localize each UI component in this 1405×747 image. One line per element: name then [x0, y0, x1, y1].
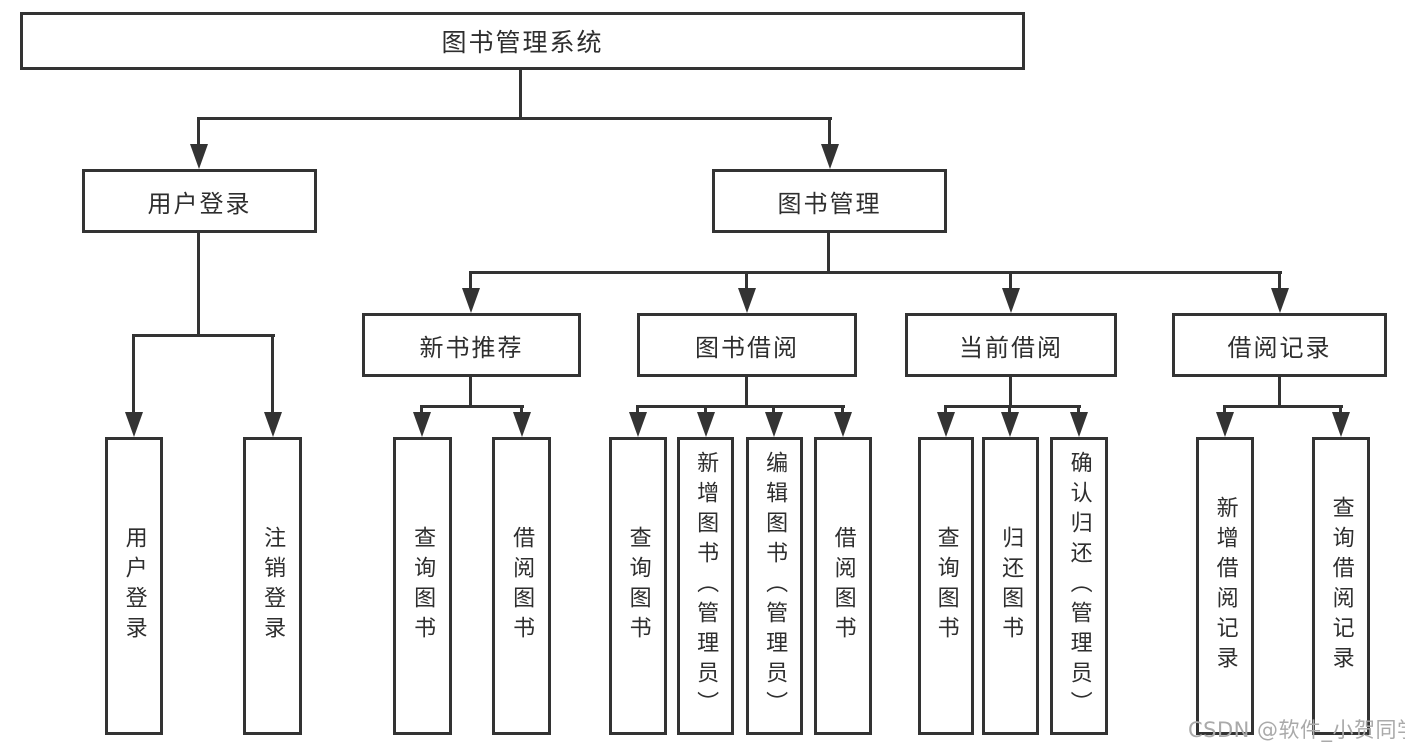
node-new-book-recommend: 新书推荐 — [362, 313, 581, 377]
arrowhead-down-icon — [190, 144, 208, 169]
arrowhead-down-icon — [513, 412, 531, 437]
connector-drop — [828, 117, 831, 149]
node-borrowing-records-label: 借阅记录 — [1227, 333, 1332, 362]
leaf-confirm-return-admin: 确认归还（管理员） — [1050, 437, 1108, 735]
node-book-management: 图书管理 — [712, 169, 947, 233]
connector-stem — [469, 377, 472, 407]
leaf-query-borrow-record: 查询借阅记录 — [1312, 437, 1370, 735]
node-user-login: 用户登录 — [82, 169, 317, 233]
connector-drop — [841, 405, 844, 417]
node-book-borrowing-label: 图书借阅 — [695, 333, 799, 362]
leaf-borrow-books-borrowing-label: 借阅图书 — [830, 526, 856, 646]
leaf-confirm-return-admin-label: 确认归还（管理员） — [1066, 451, 1092, 721]
leaf-logout: 注销登录 — [243, 437, 302, 735]
node-borrowing-records: 借阅记录 — [1172, 313, 1387, 377]
node-book-management-label: 图书管理 — [777, 189, 882, 218]
leaf-logout-label: 注销登录 — [260, 526, 286, 646]
leaf-add-book-admin: 新增图书（管理员） — [677, 437, 734, 735]
node-current-borrowing-label: 当前借阅 — [959, 333, 1063, 362]
connector-drop — [1009, 271, 1012, 293]
leaf-borrow-books-recommend: 借阅图书 — [492, 437, 551, 735]
leaf-user-login: 用户登录 — [105, 437, 163, 735]
connector-drop — [197, 117, 200, 149]
arrowhead-down-icon — [697, 412, 715, 437]
leaf-add-borrow-record-label: 新增借阅记录 — [1212, 496, 1238, 676]
connector-drop — [704, 405, 707, 417]
leaf-user-login-label: 用户登录 — [121, 526, 147, 646]
arrowhead-down-icon — [1332, 412, 1350, 437]
leaf-add-book-admin-label: 新增图书（管理员） — [693, 451, 719, 721]
connector-stem — [519, 70, 522, 119]
connector-drop — [1339, 405, 1342, 417]
arrowhead-down-icon — [264, 412, 282, 437]
leaf-query-books-borrowing: 查询图书 — [609, 437, 667, 735]
node-new-book-recommend-label: 新书推荐 — [419, 333, 524, 362]
node-current-borrowing: 当前借阅 — [905, 313, 1117, 377]
arrowhead-down-icon — [834, 412, 852, 437]
connector-drop — [271, 334, 274, 417]
connector-bar — [197, 117, 832, 120]
connector-drop — [469, 271, 472, 293]
arrowhead-down-icon — [1002, 288, 1020, 313]
leaf-query-books-current: 查询图书 — [918, 437, 974, 735]
leaf-query-books-borrowing-label: 查询图书 — [625, 526, 651, 646]
node-root: 图书管理系统 — [20, 12, 1025, 70]
connector-drop — [1223, 405, 1226, 417]
connector-stem — [1009, 377, 1012, 407]
node-root-label: 图书管理系统 — [441, 28, 604, 57]
arrowhead-down-icon — [821, 144, 839, 169]
connector-drop — [132, 334, 135, 417]
watermark-text: CSDN @软件_小贺同学 — [1188, 718, 1405, 742]
leaf-query-borrow-record-label: 查询借阅记录 — [1328, 496, 1354, 676]
connector-drop — [1278, 271, 1281, 293]
connector-drop — [745, 271, 748, 293]
arrowhead-down-icon — [125, 412, 143, 437]
connector-bar — [944, 405, 1081, 408]
connector-drop — [1008, 405, 1011, 417]
leaf-return-book-label: 归还图书 — [998, 526, 1024, 646]
arrowhead-down-icon — [629, 412, 647, 437]
connector-drop — [772, 405, 775, 417]
leaf-query-books-recommend-label: 查询图书 — [410, 526, 436, 646]
arrowhead-down-icon — [1216, 412, 1234, 437]
node-user-login-label: 用户登录 — [147, 189, 252, 218]
connector-stem — [827, 233, 830, 273]
leaf-edit-book-admin-label: 编辑图书（管理员） — [762, 451, 788, 721]
connector-stem — [197, 233, 200, 336]
arrowhead-down-icon — [462, 288, 480, 313]
arrowhead-down-icon — [413, 412, 431, 437]
leaf-query-books-recommend: 查询图书 — [393, 437, 452, 735]
connector-drop — [1077, 405, 1080, 417]
leaf-borrow-books-borrowing: 借阅图书 — [814, 437, 872, 735]
node-book-borrowing: 图书借阅 — [637, 313, 857, 377]
connector-bar — [636, 405, 845, 408]
connector-drop — [420, 405, 423, 417]
leaf-borrow-books-recommend-label: 借阅图书 — [509, 526, 535, 646]
leaf-add-borrow-record: 新增借阅记录 — [1196, 437, 1254, 735]
leaf-return-book: 归还图书 — [982, 437, 1039, 735]
connector-stem — [1278, 377, 1281, 407]
connector-bar — [132, 334, 275, 337]
connector-bar — [420, 405, 524, 408]
arrowhead-down-icon — [765, 412, 783, 437]
connector-bar — [1223, 405, 1343, 408]
connector-drop — [520, 405, 523, 417]
leaf-query-books-current-label: 查询图书 — [933, 526, 959, 646]
connector-drop — [636, 405, 639, 417]
arrowhead-down-icon — [738, 288, 756, 313]
arrowhead-down-icon — [937, 412, 955, 437]
connector-drop — [944, 405, 947, 417]
leaf-edit-book-admin: 编辑图书（管理员） — [746, 437, 803, 735]
arrowhead-down-icon — [1070, 412, 1088, 437]
connector-stem — [745, 377, 748, 407]
arrowhead-down-icon — [1271, 288, 1289, 313]
connector-bar — [469, 271, 1282, 274]
arrowhead-down-icon — [1001, 412, 1019, 437]
